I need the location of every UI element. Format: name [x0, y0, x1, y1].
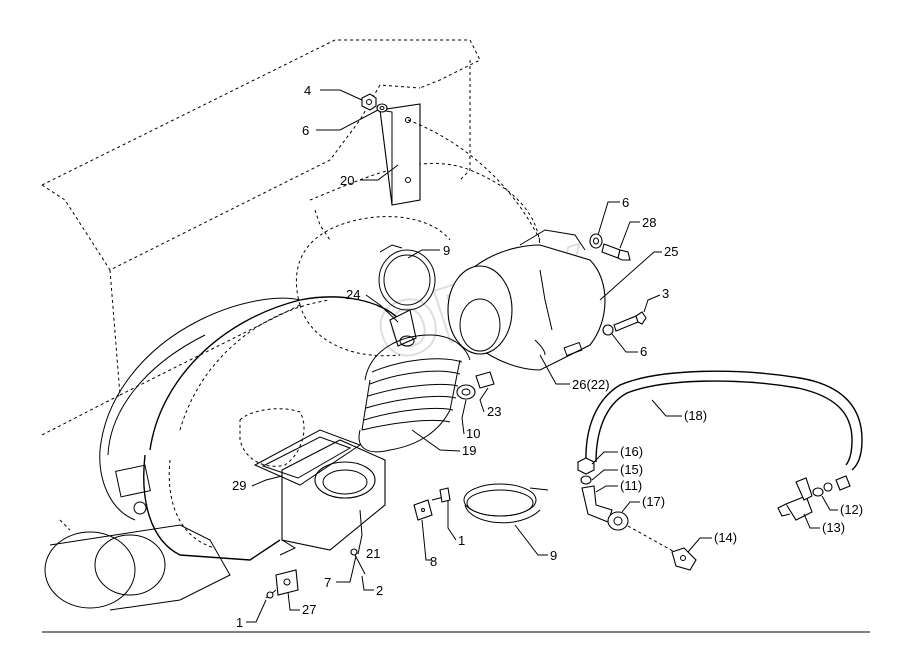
- callout-17: (17): [642, 494, 665, 509]
- callout-26-22: 26(22): [572, 377, 610, 392]
- screw-7: [350, 548, 366, 575]
- fitting-12: [812, 475, 851, 497]
- callout-27: 27: [302, 602, 316, 617]
- bolt-3: [613, 311, 647, 332]
- washer-6b: [589, 233, 603, 249]
- callout-8: 8: [430, 554, 437, 569]
- fitting-15: [580, 475, 592, 485]
- callout-25: 25: [664, 244, 678, 259]
- callout-21: 21: [366, 546, 380, 561]
- corrugated-hose: [358, 334, 471, 453]
- callout-9: 9: [443, 243, 450, 258]
- callout-2: 2: [376, 583, 383, 598]
- callout-18: (18): [684, 408, 707, 423]
- callout-12: (12): [840, 502, 863, 517]
- callout-23: 23: [487, 404, 501, 419]
- elbow-11: [581, 485, 613, 523]
- elbow-14: [671, 547, 697, 571]
- callout-15: (15): [620, 462, 643, 477]
- assembly-line-14: [627, 525, 681, 556]
- callout-19: 19: [462, 443, 476, 458]
- callout-7: 7: [324, 575, 331, 590]
- callout-28: 28: [642, 215, 656, 230]
- fitting-10: [456, 384, 476, 400]
- callout-1: 1: [458, 533, 465, 548]
- callout-6: 6: [640, 344, 647, 359]
- hose-clamp-9a: [378, 244, 436, 311]
- callout-labels: 4 6 20 9 24 6 28 25 3 6 26(22) 23 10 19 …: [232, 83, 863, 630]
- mounting-bracket: [379, 103, 541, 241]
- washer-6a: [376, 103, 388, 113]
- callout-20: 20: [340, 173, 354, 188]
- callout-6: 6: [622, 195, 629, 210]
- bolt-28: [601, 243, 631, 261]
- screw-1b: [265, 589, 277, 599]
- fitting-23: [475, 371, 495, 389]
- fan-shroud: [99, 296, 401, 561]
- callout-16: (16): [620, 444, 643, 459]
- plate-27: [275, 569, 299, 596]
- callout-10: 10: [466, 426, 480, 441]
- callout-9: 9: [550, 548, 557, 563]
- plate-8: [413, 499, 433, 521]
- air-filter-housing: [447, 229, 606, 371]
- callout-24: 24: [346, 287, 360, 302]
- callout-6: 6: [302, 123, 309, 138]
- callout-13: (13): [822, 520, 845, 535]
- nut-4: [361, 93, 377, 111]
- gasket-29: [253, 429, 362, 486]
- tee-13: [777, 477, 813, 521]
- screw-1a: [431, 487, 451, 503]
- callout-4: 4: [304, 83, 311, 98]
- callout-1: 1: [236, 615, 243, 630]
- machine-housing: [41, 39, 541, 436]
- leader-lines: [246, 89, 838, 623]
- nut-16: [577, 457, 595, 475]
- washer-6c: [602, 324, 614, 336]
- callout-14: (14): [714, 530, 737, 545]
- fitting-17: [607, 511, 629, 531]
- callout-3: 3: [662, 286, 669, 301]
- hose-18: [585, 370, 863, 471]
- callout-11: (11): [620, 478, 642, 493]
- drum-assembly: [44, 519, 231, 611]
- hose-clamp-9b: [463, 483, 549, 524]
- callout-29: 29: [232, 478, 246, 493]
- intake-pipe: [279, 439, 386, 556]
